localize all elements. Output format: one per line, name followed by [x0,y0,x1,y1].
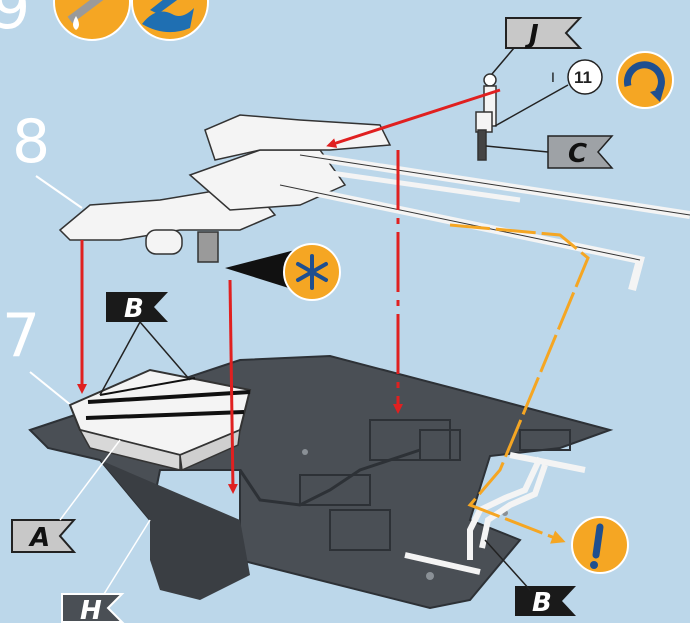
screw-size-label: 11 [574,68,592,87]
floor-rails-B [404,452,586,575]
water-slide-decal-icon [131,0,209,41]
flag-B-bottom-label: B [532,588,552,618]
screw-leader-line [494,84,569,127]
exclamation-icon [571,516,629,574]
battery-box-part-A [68,368,252,472]
flag-H: H [61,519,151,623]
flag-A: A [11,439,121,553]
step-8-leader-line [35,175,83,209]
orange-routing-line [449,223,590,544]
flag-C-label: C [568,139,587,169]
flag-C: C [485,135,614,169]
paint-asterisk-icon [283,243,341,301]
shock-absorber-part [475,73,497,161]
step-7-leader-line [29,371,73,407]
flag-H-label: H [80,596,102,623]
flag-J: J [491,17,583,75]
flag-A-label: A [28,523,50,553]
screw-size-badge: 11 [567,59,603,95]
step-number-7: 7 [2,301,40,371]
flag-B-top: B [99,292,191,396]
flag-B-top-label: B [124,294,144,324]
step-number-8: 8 [12,107,50,177]
front-suspension-assembly [58,114,690,292]
rotate-clockwise-icon [616,51,674,109]
red-assembly-arrows [77,88,501,494]
previous-step-number: 9 [0,0,30,43]
asterisk-pointer [225,250,295,290]
flag-B-bottom: B [484,539,576,618]
glue-drop-icon [53,0,131,41]
screw-count-prefix: I [551,69,555,85]
